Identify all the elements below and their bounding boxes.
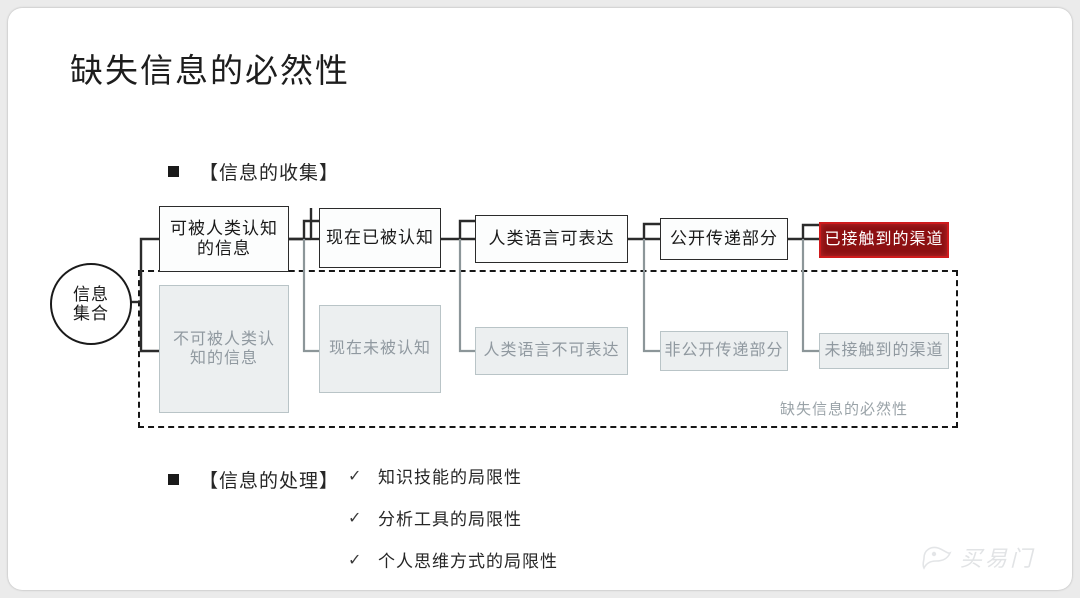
list-item-label: 个人思维方式的局限性 xyxy=(378,552,558,571)
bird-logo-icon xyxy=(920,540,954,574)
node-language-inexpressible: 人类语言不可表达 xyxy=(475,327,628,375)
list-item-label: 知识技能的局限性 xyxy=(378,468,522,487)
node-language-expressible: 人类语言可表达 xyxy=(475,215,628,263)
node-perceivable-information-line2: 的信息 xyxy=(197,239,251,258)
node-public-transmission-label: 公开传递部分 xyxy=(670,228,778,248)
slide-canvas: 缺失信息的必然性 【信息的收集】 缺失信息的必然性 xyxy=(8,8,1072,590)
node-perceivable-information: 可被人类认知 的信息 xyxy=(159,206,289,272)
node-nonpublic-transmission: 非公开传递部分 xyxy=(660,331,788,371)
node-unperceivable-information: 不可被人类认 知的信息 xyxy=(159,285,289,413)
list-item: ✓ 知识技能的局限性 xyxy=(348,463,558,488)
node-information-set: 信息 集合 xyxy=(50,263,132,345)
information-flow-diagram: 缺失信息的必然性 xyxy=(8,8,1072,590)
bullet-process-label: 【信息的处理】 xyxy=(199,471,340,492)
node-language-expressible-label: 人类语言可表达 xyxy=(488,228,615,248)
node-nonpublic-transmission-label: 非公开传递部分 xyxy=(664,342,784,360)
node-reached-channels: 已接触到的渠道 xyxy=(819,222,949,258)
bullet-collect-label: 【信息的收集】 xyxy=(199,163,340,184)
node-currently-known: 现在已被认知 xyxy=(319,208,441,268)
check-icon: ✓ xyxy=(348,507,362,527)
bullet-information-processing: 【信息的处理】 xyxy=(168,466,339,493)
list-item: ✓ 分析工具的局限性 xyxy=(348,505,558,530)
node-unreached-channels: 未接触到的渠道 xyxy=(819,333,949,369)
node-language-inexpressible-label: 人类语言不可表达 xyxy=(483,342,620,360)
node-public-transmission: 公开传递部分 xyxy=(660,218,788,260)
watermark: 买易门 xyxy=(920,532,1070,582)
node-unperceivable-information-line2: 知的信息 xyxy=(189,350,258,367)
watermark-text: 买易门 xyxy=(960,546,1036,571)
limitation-checklist: ✓ 知识技能的局限性 ✓ 分析工具的局限性 ✓ 个人思维方式的局限性 xyxy=(348,463,558,589)
list-item: ✓ 个人思维方式的局限性 xyxy=(348,547,558,572)
node-currently-unknown: 现在未被认知 xyxy=(319,305,441,393)
node-information-set-line1: 信息 xyxy=(73,284,109,304)
missing-information-region xyxy=(138,270,958,428)
node-reached-channels-label: 已接触到的渠道 xyxy=(824,231,944,249)
node-unreached-channels-label: 未接触到的渠道 xyxy=(824,342,944,360)
missing-information-region-label: 缺失信息的必然性 xyxy=(780,401,909,418)
page-title: 缺失信息的必然性 xyxy=(70,51,350,90)
square-bullet-icon xyxy=(168,474,179,485)
node-unperceivable-information-line1: 不可被人类认 xyxy=(172,330,275,348)
check-icon: ✓ xyxy=(348,465,362,485)
node-currently-unknown-label: 现在未被认知 xyxy=(328,340,431,358)
square-bullet-icon xyxy=(168,166,179,177)
node-currently-known-label: 现在已被认知 xyxy=(326,227,434,247)
list-item-label: 分析工具的局限性 xyxy=(378,510,522,529)
node-perceivable-information-line1: 可被人类认知 xyxy=(170,218,278,238)
bird-logo-glyph xyxy=(922,546,952,570)
node-information-set-line2: 集合 xyxy=(73,304,109,323)
check-icon: ✓ xyxy=(348,549,362,569)
bullet-information-collection: 【信息的收集】 xyxy=(168,158,339,185)
connector-lines xyxy=(128,208,819,353)
